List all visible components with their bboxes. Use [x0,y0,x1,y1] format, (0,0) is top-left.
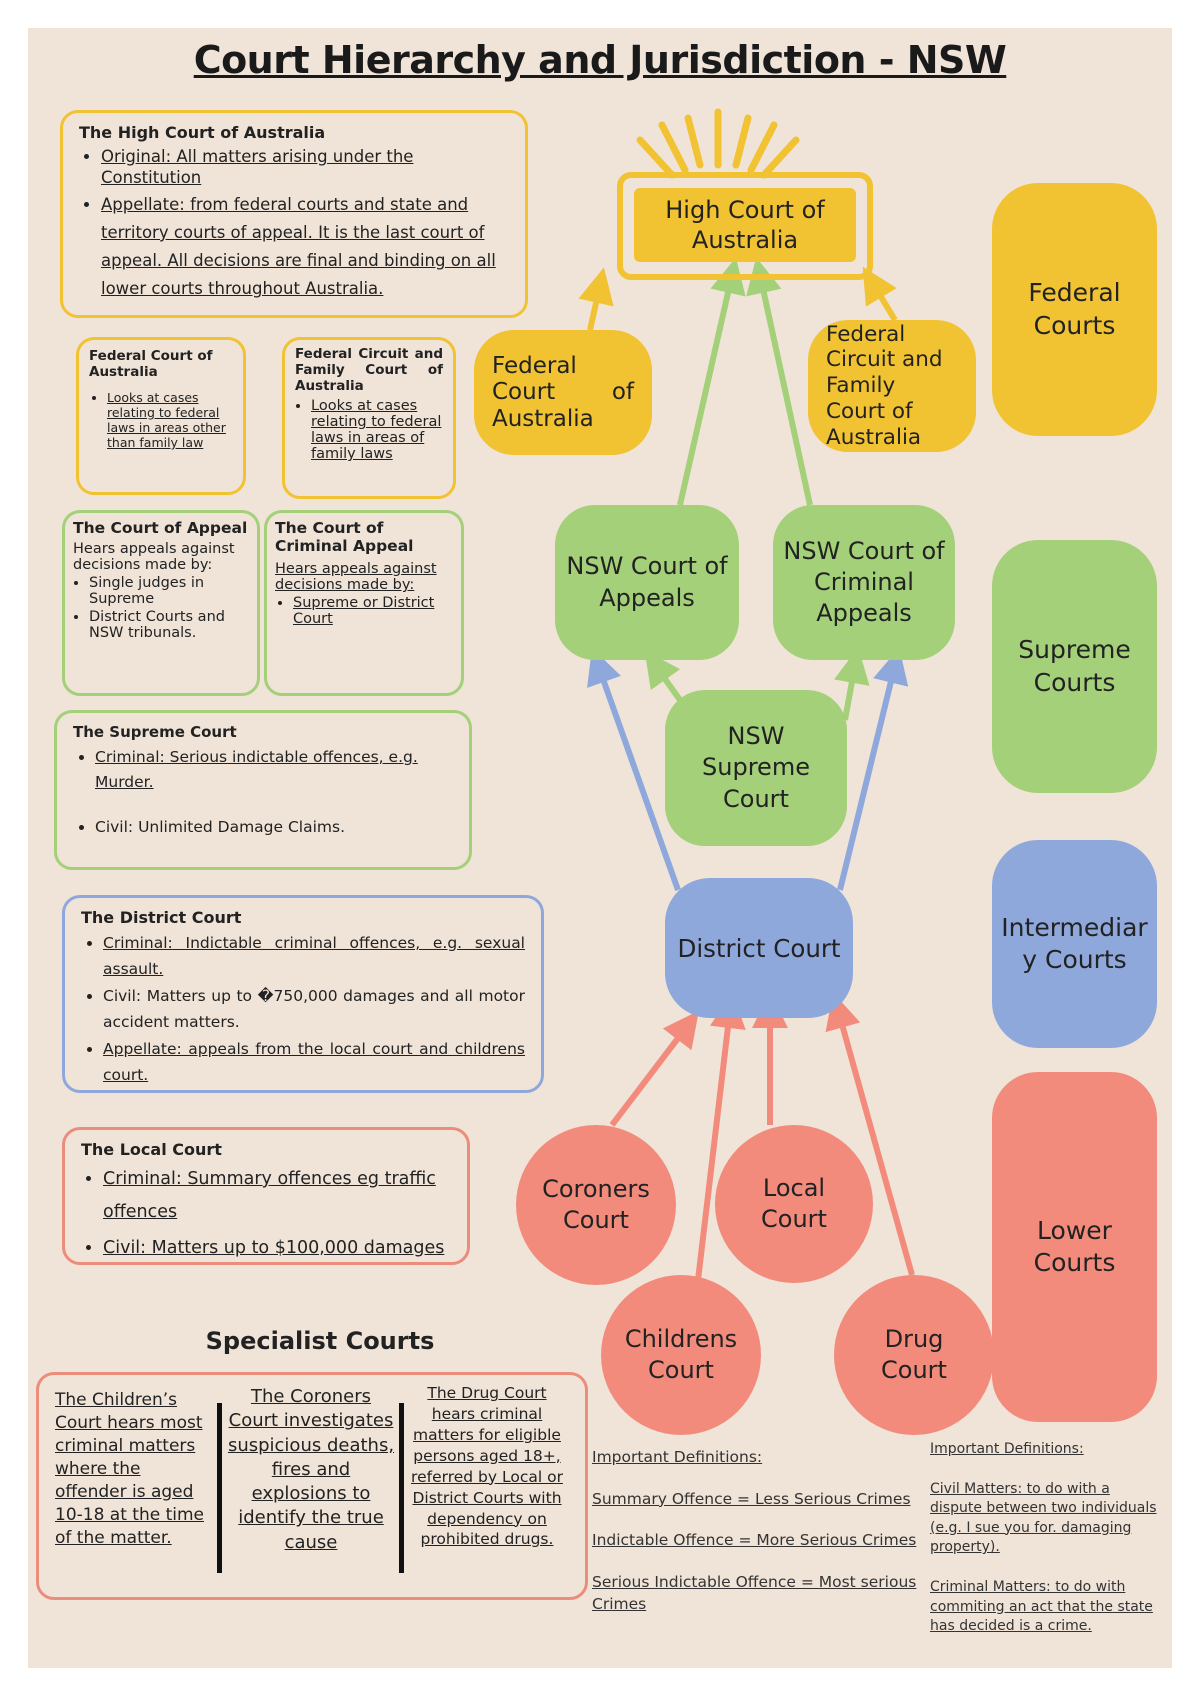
legend-supreme-courts: Supreme Courts [992,540,1157,793]
legend-federal-courts: Federal Courts [992,183,1157,436]
high-court-node-frame [617,172,873,280]
definition-serious-indictable: Serious Indictable Offence = Most seriou… [592,1573,917,1613]
high-court-info-box: The High Court of Australia Original: Al… [60,110,528,318]
local-court-criminal: Criminal: Summary offences eg traffic of… [103,1163,451,1230]
nsw-supreme-court-node: NSW Supreme Court [665,690,847,846]
specialist-courts-heading: Specialist Courts [205,1327,435,1355]
district-court-criminal: Criminal: Indictable criminal offences, … [103,931,525,982]
local-court-civil: Civil: Matters up to $100,000 damages [103,1232,451,1265]
federal-circuit-info-box: Federal Circuit and Family Court of Aust… [282,337,456,499]
arrow-supreme-to-appeals [644,650,683,702]
supreme-court-info-box: The Supreme Court Criminal: Serious indi… [54,710,472,870]
page-title: Court Hierarchy and Jurisdiction - NSW [193,38,1007,82]
arrow-coroners-to-district [609,1010,699,1127]
federal-court-info-item: Looks at cases relating to federal laws … [107,390,233,450]
supreme-court-criminal: Criminal: Serious indictable offences, e… [95,745,453,795]
legend-lower-courts: Lower Courts [992,1072,1157,1422]
court-of-appeal-info-heading: The Court of Appeal [73,519,248,537]
local-court-info-box: The Local Court Criminal: Summary offenc… [62,1127,470,1265]
court-of-appeal-info-box: The Court of Appeal Hears appeals agains… [62,510,260,696]
federal-court-info-heading: Federal Court of Australia [89,348,213,380]
specialist-coroners-text: The Coroners Court investigates suspicio… [227,1386,395,1553]
definitions-left: Important Definitions: Summary Offence =… [592,1447,922,1615]
local-court-info-heading: The Local Court [81,1140,222,1159]
arrow-supreme-to-criminal-appeals [834,647,870,721]
arrow-drug-to-district [825,992,915,1276]
specialist-childrens-text: The Children’s Court hears most criminal… [55,1390,204,1548]
high-court-original: Original: All matters arising under the … [101,146,509,189]
sun-rays [636,108,800,179]
divider [399,1403,404,1573]
coroners-court-node: Coroners Court [516,1125,676,1285]
district-court-appellate: Appellate: appeals from the local court … [103,1037,525,1088]
definition-criminal: Criminal Matters: to do with commiting a… [930,1578,1153,1635]
arrow-childrens-to-district [695,992,746,1281]
district-court-info-heading: The District Court [81,908,242,927]
high-court-node: High Court of Australia [634,188,856,262]
arrow-circuit-to-high-court [862,266,898,322]
local-court-node: Local Court [715,1125,873,1283]
arrow-appeals-to-high-court [677,257,746,506]
federal-circuit-info-item: Looks at cases relating to federal laws … [311,398,443,462]
court-of-appeal-intro: Hears appeals against decisions made by: [73,541,235,573]
district-court-node: District Court [665,878,853,1018]
federal-court-node: Federal Court of Australia [474,330,652,455]
criminal-appeal-info-box: The Court of Criminal Appeal Hears appea… [264,510,464,696]
district-court-civil: Civil: Matters up to �750,000 damages an… [103,984,525,1035]
district-court-info-box: The District Court Criminal: Indictable … [62,895,544,1093]
drug-court-node: Drug Court [834,1275,994,1435]
specialist-drug-text: The Drug Court hears criminal matters fo… [411,1384,563,1549]
criminal-appeal-intro: Hears appeals against decisions made by: [275,561,437,593]
definition-civil: Civil Matters: to do with a dispute betw… [930,1480,1157,1556]
federal-circuit-info-heading: Federal Circuit and Family Court of Aust… [295,346,443,394]
definitions-left-heading: Important Definitions: [592,1448,763,1466]
supreme-court-civil: Civil: Unlimited Damage Claims. [95,815,453,840]
divider [217,1403,222,1573]
arrow-criminal-appeals-to-high-court [746,257,813,506]
definition-indictable: Indictable Offence = More Serious Crimes [592,1531,917,1550]
court-of-appeal-item: Single judges in Supreme [89,575,249,607]
arrow-federal-court-to-high-court [578,267,614,331]
nsw-court-of-criminal-appeals-node: NSW Court of Criminal Appeals [773,505,955,660]
criminal-appeal-info-heading: The Court of Criminal Appeal [275,519,414,555]
arrow-district-to-appeals [587,648,681,892]
specialist-courts-box: The Children’s Court hears most criminal… [36,1372,588,1600]
court-of-appeal-item: District Courts and NSW tribunals. [89,609,249,641]
legend-intermediary-courts: Intermediar y Courts [992,840,1157,1048]
arrow-district-to-criminal-appeals [837,647,909,891]
definitions-right: Important Definitions: Civil Matters: to… [930,1440,1160,1637]
childrens-court-node: Childrens Court [601,1275,761,1435]
high-court-appellate: Appellate: from federal courts and state… [101,191,509,303]
supreme-court-info-heading: The Supreme Court [73,723,237,741]
definition-summary: Summary Offence = Less Serious Crimes [592,1489,911,1508]
definitions-right-heading: Important Definitions: [930,1441,1084,1457]
high-court-info-heading: The High Court of Australia [79,123,326,142]
nsw-court-of-appeals-node: NSW Court of Appeals [555,505,739,660]
federal-court-info-box: Federal Court of Australia Looks at case… [76,337,246,495]
criminal-appeal-item: Supreme or District Court [293,595,453,627]
federal-circuit-node: Federal Circuit and Family Court of Aust… [808,320,976,452]
